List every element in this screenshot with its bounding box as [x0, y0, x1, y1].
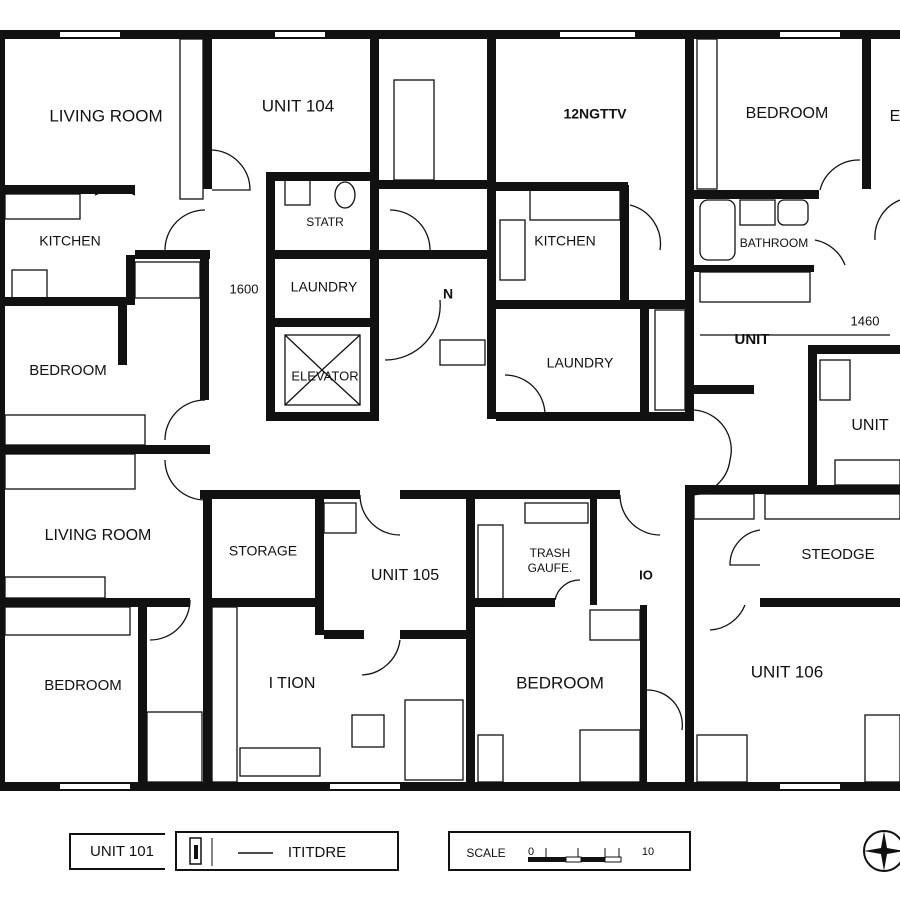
room-label: BATHROOM: [740, 236, 808, 250]
room-labels: LIVING ROOM UNIT 104 12NGTTV BEDROOM E K…: [29, 96, 900, 693]
north-mark: N: [443, 286, 453, 302]
room-label: ELEVATOR: [291, 368, 358, 383]
scale-end: 10: [642, 846, 654, 858]
doors: [94, 149, 900, 731]
dimension-label: 1460: [851, 313, 880, 328]
room-label: STORAGE: [229, 543, 297, 559]
room-label: 12NGTTV: [563, 106, 627, 122]
door-symbol-icon: [189, 837, 213, 866]
legend-unit-box: UNIT 101: [69, 833, 165, 870]
room-label: LIVING ROOM: [45, 527, 152, 544]
room-label: LIVING ROOM: [49, 106, 162, 125]
dimension-label: 1600: [230, 281, 259, 296]
room-label: TRASH: [530, 546, 571, 560]
room-label: BEDROOM: [516, 673, 604, 692]
legend: UNIT 101 ITITDRE SCALE 0 10: [69, 830, 900, 872]
room-label: E: [890, 108, 900, 125]
room-label: STATR: [306, 215, 344, 229]
scale-start: 0: [528, 846, 534, 858]
legend-key-box: ITITDRE: [175, 831, 399, 871]
room-label: I TION: [269, 675, 316, 692]
room-label: UNIT 104: [262, 96, 334, 115]
room-label: UNIT 106: [751, 662, 823, 681]
legend-unit-label: UNIT 101: [90, 843, 154, 860]
room-label: STEODGE: [801, 546, 874, 563]
room-label: KITCHEN: [534, 233, 595, 249]
walls: [0, 30, 900, 791]
scale-label: SCALE: [466, 846, 505, 860]
legend-key-text: ITITDRE: [288, 844, 346, 861]
room-label: GAUFE.: [528, 561, 573, 575]
room-label: IO: [639, 567, 653, 582]
scale-bar: SCALE 0 10: [448, 831, 691, 871]
room-label: BEDROOM: [746, 105, 829, 122]
room-label: LAUNDRY: [547, 355, 614, 371]
fixtures: [4, 38, 900, 783]
room-label: LAUNDRY: [291, 279, 358, 295]
room-label: BEDROOM: [44, 677, 122, 694]
room-label: UNIT: [735, 331, 770, 348]
room-label: UNIT: [851, 417, 889, 434]
room-label: BEDROOM: [29, 362, 107, 379]
compass-icon: [863, 830, 900, 872]
room-label: UNIT 105: [371, 567, 439, 584]
room-label: KITCHEN: [39, 233, 100, 249]
